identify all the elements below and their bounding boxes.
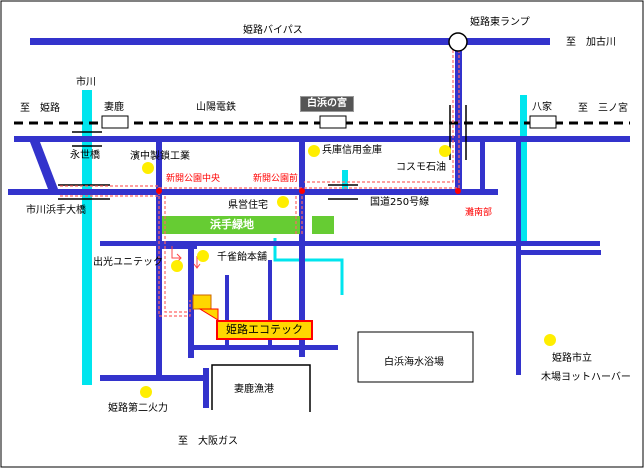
to-himeji-label: 至 姫路 [20,103,60,114]
shinkai-chuo-label: 新開公園中央 [166,174,221,184]
yaka-label: 八家 [532,102,552,113]
bypass-label: 姫路バイパス [243,25,303,36]
destination-marker-icon [192,294,212,310]
ecotech-callout: 姫路エコテック [216,320,313,340]
ichikawa-river [82,90,92,385]
shirahama-station-icon [319,115,347,129]
route-arrows [171,246,201,269]
ichikawa-bridge-label: 市川浜手大橋 [26,205,86,216]
route250-label: 国道250号線 [370,197,430,208]
shikama-port-label: 妻鹿漁港 [234,384,274,395]
cosmo-label: コスモ石油 [396,162,446,173]
bridge-marks [58,105,467,200]
nadaminami-label: 灘南部 [465,208,493,218]
hamate-green-area [162,216,300,234]
interchange-icon [448,32,468,52]
idemitsu-label: 出光ユニテック [93,257,163,268]
hyogo-shinkin-label: 兵庫信用金庫 [322,145,382,156]
kenei-label: 県営住宅 [228,200,268,211]
to-osakagas-label: 至 大阪ガス [178,436,238,447]
eiseibashi-label: 永世橋 [70,150,100,161]
senjaku-label: 千雀飴本舗 [217,252,267,263]
landmark-dot-icon [140,145,556,398]
port-outline [211,364,311,412]
sanyo-label: 山陽電鉄 [196,102,236,113]
shinkai-mae-label: 新開公園前 [253,174,299,184]
canal-upper [342,170,348,190]
yaka-station-icon [529,115,557,129]
to-sannomiya-label: 至 三ノ宮 [578,103,628,114]
hamate-green-label: 浜手緑地 [210,218,254,231]
thermal-label: 姫路第二火力 [108,403,168,414]
green-area-small [312,216,334,234]
shirahama-station-badge: 白浜の宮 [300,96,354,112]
shikama-label: 妻鹿 [104,102,124,113]
himeji-bypass-road [30,38,550,45]
higashi-ramp-label: 姫路東ランプ [470,17,530,28]
callout-pointer [198,308,219,321]
access-route [60,50,460,317]
ichikawa-label: 市川 [76,77,96,88]
canal-lower [273,238,344,295]
to-kakogawa-label: 至 加古川 [566,37,616,48]
hamanaka-label: 濱中製鎖工業 [130,151,190,162]
intersection-icon [156,188,461,194]
yaka-river [520,95,527,245]
yacht-city-label: 姫路市立 [552,353,592,364]
yacht-harbor-label: 木場ヨットハーバー [541,372,631,383]
beach-building [357,331,474,383]
shikama-station-icon [101,115,129,129]
beach-label: 白浜海水浴場 [384,357,444,368]
